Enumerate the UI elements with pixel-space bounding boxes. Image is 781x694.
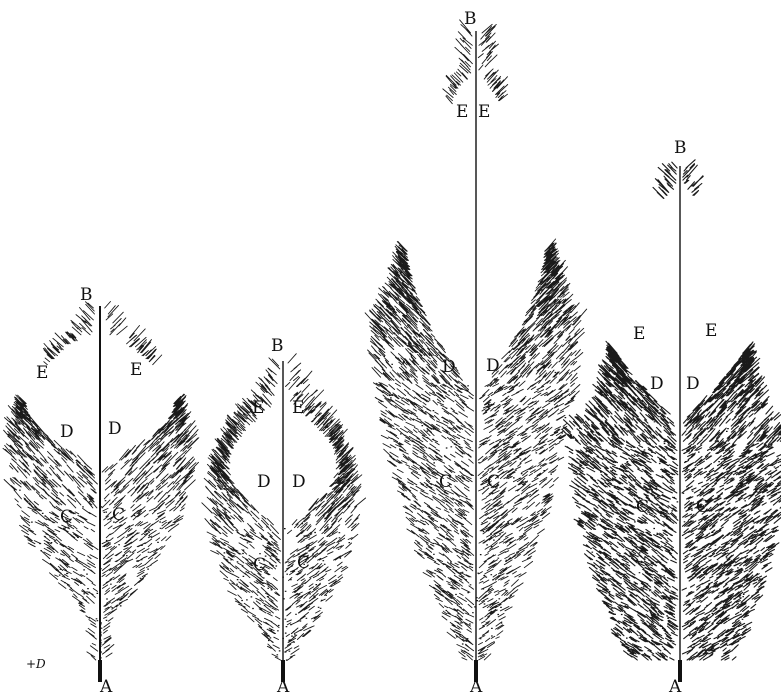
- feather-speckles: [224, 518, 351, 662]
- label-d-left: D: [650, 374, 664, 394]
- label-c-left: C: [60, 507, 73, 527]
- label-c-right: C: [297, 553, 310, 573]
- label-a: A: [276, 677, 290, 694]
- label-a: A: [668, 677, 682, 694]
- label-e-right: E: [705, 321, 717, 341]
- label-d-right: D: [292, 472, 306, 492]
- label-e-right: E: [130, 360, 142, 380]
- label-a: A: [99, 677, 113, 694]
- label-d-right: D: [108, 419, 122, 439]
- feather-2: [202, 354, 366, 682]
- label-b: B: [80, 285, 93, 305]
- label-b: B: [464, 9, 477, 29]
- feathers-group: [3, 20, 781, 682]
- feather-barbs: [202, 354, 366, 660]
- label-e-right: E: [292, 398, 304, 418]
- feather-4: [562, 160, 781, 682]
- label-c-right: C: [112, 505, 125, 525]
- label-e-left: E: [633, 324, 645, 344]
- label-e-left: E: [36, 363, 48, 383]
- label-e-left: E: [252, 398, 264, 418]
- feather-3: [365, 20, 587, 682]
- feather-4-labels: B E E D D C C A: [633, 138, 717, 694]
- label-c-left: C: [253, 555, 266, 575]
- label-b: B: [674, 138, 687, 158]
- artist-signature: +D: [26, 657, 46, 671]
- label-d-right: D: [686, 374, 700, 394]
- feather-1: [3, 302, 199, 683]
- label-d-right: D: [486, 356, 500, 376]
- label-e-left: E: [456, 102, 468, 122]
- label-c-right: C: [696, 497, 709, 517]
- label-c-left: C: [439, 472, 452, 492]
- label-d-left: D: [60, 422, 74, 442]
- feather-2-labels: B E E D D C C A: [252, 336, 310, 694]
- feather-barbs: [562, 160, 781, 660]
- label-c-left: C: [636, 497, 649, 517]
- label-b: B: [271, 336, 284, 356]
- label-a: A: [469, 677, 483, 694]
- label-d-left: D: [257, 472, 271, 492]
- label-d-left: D: [442, 357, 456, 377]
- label-c-right: C: [487, 472, 500, 492]
- label-e-right: E: [478, 102, 490, 122]
